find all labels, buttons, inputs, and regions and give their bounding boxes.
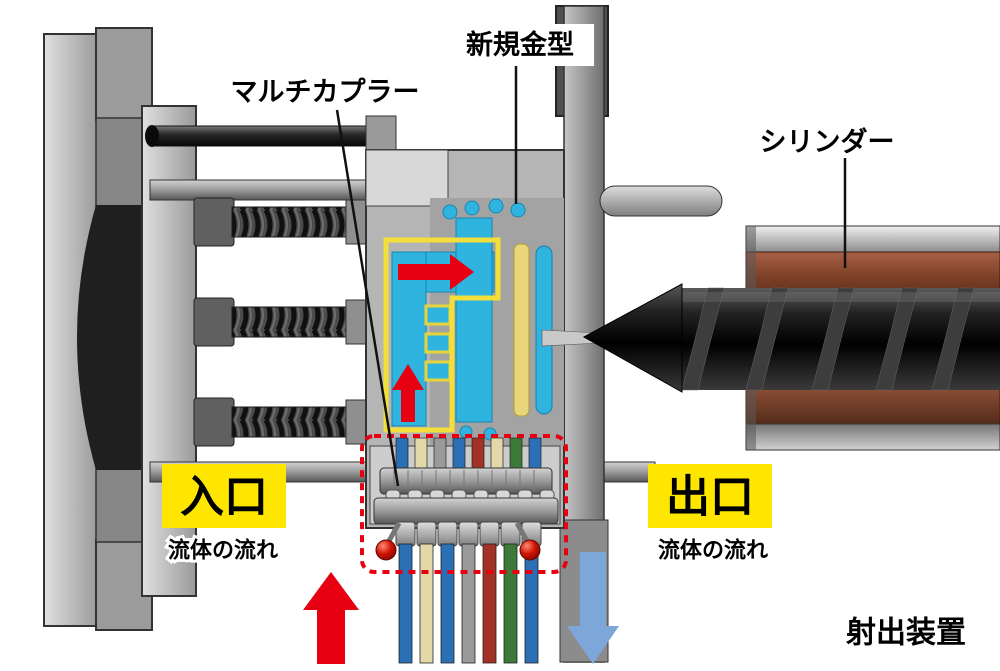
hose-cream bbox=[419, 543, 434, 664]
new-mold-label: 新規金型 bbox=[466, 29, 574, 60]
inlet-title: 入口 bbox=[180, 473, 268, 522]
outlet-label-box bbox=[648, 464, 772, 528]
mold-top-step bbox=[365, 149, 449, 207]
valve-stem bbox=[514, 521, 530, 543]
multi-coupler-assembly bbox=[373, 437, 559, 664]
flow-arrow-up bbox=[392, 364, 424, 422]
outlet-title: 出口 bbox=[666, 473, 754, 522]
cylinder-label: シリンダー bbox=[760, 126, 895, 157]
outlet-flow-arrow-down bbox=[567, 552, 619, 664]
screw-flight bbox=[875, 287, 919, 391]
manifold-flow-arrows bbox=[392, 254, 474, 422]
screw-flight bbox=[931, 287, 975, 391]
mold-cavity-outline bbox=[383, 237, 501, 433]
coupler-ribs bbox=[393, 470, 535, 492]
tie-bar-nut bbox=[193, 197, 235, 247]
hose-green bbox=[503, 543, 518, 664]
tie-bar-nut bbox=[193, 397, 235, 447]
injection-device-label: 射出装置 bbox=[846, 617, 966, 650]
tie-bar-nut bbox=[193, 297, 235, 347]
coupler-highlight-box bbox=[360, 434, 568, 574]
flow-arrow-right bbox=[398, 254, 474, 290]
multi-coupler-leader-line bbox=[335, 109, 400, 487]
support-arm bbox=[599, 185, 723, 217]
hose-red bbox=[482, 543, 497, 664]
coolant-port-dot bbox=[442, 204, 458, 220]
screw-tip-cone bbox=[582, 283, 683, 393]
inlet-flow-arrow-up bbox=[303, 572, 359, 664]
manifold-tooth bbox=[424, 360, 452, 382]
rod-end-cap bbox=[145, 125, 159, 147]
barrel-cap-bottom bbox=[745, 423, 1000, 451]
valve-stem bbox=[386, 521, 402, 543]
coupler-stubs bbox=[395, 437, 542, 473]
manifold-tooth bbox=[424, 304, 452, 326]
coolant-manifold bbox=[391, 198, 526, 441]
left-bracket-top bbox=[95, 27, 153, 121]
manifold-right-trunk bbox=[455, 217, 493, 423]
hose-blue bbox=[440, 543, 455, 664]
platen-dark-recess bbox=[77, 205, 142, 470]
screw-highlight bbox=[680, 292, 1000, 302]
screw-flight bbox=[681, 287, 725, 391]
barrel-cap-top bbox=[745, 225, 1000, 253]
coolant-port-dot bbox=[464, 200, 480, 216]
outlet-caption: 流体の流れ bbox=[658, 538, 768, 563]
new-mold-label-bg bbox=[446, 24, 594, 66]
hoses bbox=[398, 543, 539, 664]
top-dark-rod bbox=[149, 125, 371, 147]
coupler-plate-bottom bbox=[373, 497, 559, 525]
manifold-tooth bbox=[424, 332, 452, 354]
coolant-port-dot bbox=[488, 198, 504, 214]
inlet-label-box bbox=[162, 464, 286, 528]
multi-coupler-label: マルチカプラー bbox=[231, 77, 420, 107]
inlet-caption: 流体の流れ bbox=[168, 538, 278, 563]
valve-ball-left bbox=[375, 539, 397, 561]
screw-flight bbox=[811, 287, 855, 391]
coolant-port-dot bbox=[510, 202, 526, 218]
injection-screw bbox=[582, 283, 1000, 393]
hose-gray bbox=[461, 543, 476, 664]
valve-ball-right bbox=[519, 539, 541, 561]
hose-blue bbox=[398, 543, 413, 664]
seal-strip-yellow bbox=[513, 243, 530, 417]
screw-flight bbox=[745, 287, 789, 391]
hose-blue bbox=[524, 543, 539, 664]
